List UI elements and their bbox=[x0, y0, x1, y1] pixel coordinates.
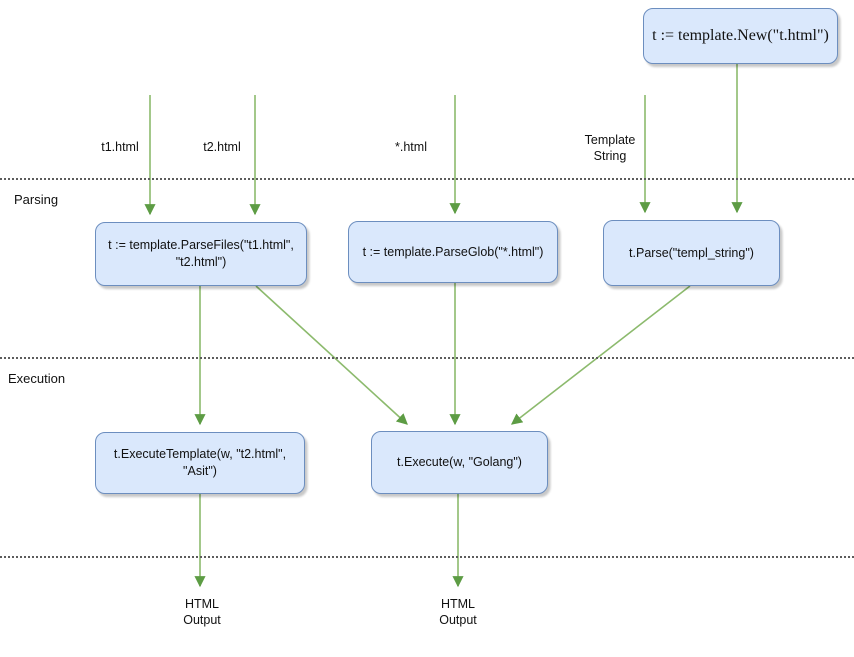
node-template-new: t := template.New("t.html") bbox=[643, 8, 838, 64]
label-html-output-left: HTML Output bbox=[183, 597, 221, 627]
separator-execution bbox=[0, 357, 854, 359]
label-t1-html: t1.html bbox=[101, 140, 139, 154]
node-parse-string: t.Parse("templ_string") bbox=[603, 220, 780, 286]
separator-parsing bbox=[0, 178, 854, 180]
node-execute-template: t.ExecuteTemplate(w, "t2.html", "Asit") bbox=[95, 432, 305, 494]
separator-output bbox=[0, 556, 854, 558]
node-execute: t.Execute(w, "Golang") bbox=[371, 431, 548, 494]
label-t2-html: t2.html bbox=[203, 140, 241, 154]
node-parse-files: t := template.ParseFiles("t1.html", "t2.… bbox=[95, 222, 307, 286]
section-label-parsing: Parsing bbox=[14, 192, 59, 207]
label-glob-html: *.html bbox=[395, 140, 427, 154]
node-parse-glob: t := template.ParseGlob("*.html") bbox=[348, 221, 558, 283]
label-html-output-right: HTML Output bbox=[439, 597, 477, 627]
section-label-execution: Execution bbox=[8, 371, 66, 386]
arrow-parsefiles-to-execute bbox=[255, 285, 408, 425]
arrow-parse-to-execute bbox=[510, 285, 691, 425]
label-template-string: Template String bbox=[584, 133, 636, 163]
